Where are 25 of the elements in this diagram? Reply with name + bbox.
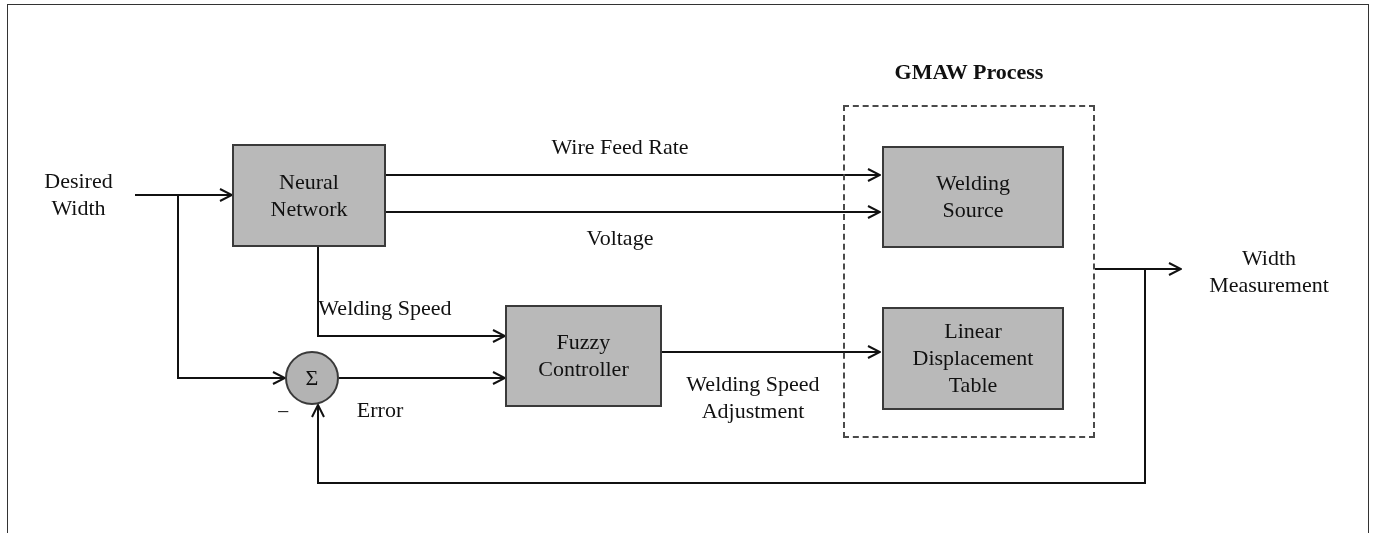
box-label: Fuzzy Controller: [537, 329, 630, 383]
signal-label: Desired Width: [22, 160, 135, 230]
process-box: [232, 144, 386, 247]
arrow: [385, 205, 881, 219]
arrow: [317, 246, 506, 343]
arrow: [661, 345, 881, 359]
group-title: GMAW Process: [893, 59, 1045, 86]
edge-label: Error: [356, 396, 404, 424]
edge-label: Welding Speed Adjustment: [685, 371, 821, 425]
process-box: [505, 305, 662, 407]
edge-label: Voltage: [586, 224, 654, 252]
sigma-symbol: Σ: [304, 364, 320, 392]
arrow: [134, 194, 286, 385]
box-label: Neural Network: [269, 168, 349, 223]
sign-label: −: [277, 399, 290, 426]
box-label: Linear Displacement Table: [911, 318, 1035, 399]
arrow: [311, 268, 1146, 484]
arrow: [338, 371, 506, 385]
box-label: Welding Source: [935, 170, 1011, 224]
signal-label: Width Measurement: [1181, 237, 1357, 307]
process-box: [882, 307, 1064, 410]
arrow: [385, 168, 881, 182]
edge-label: Wire Feed Rate: [551, 133, 689, 161]
edge-label: Welding Speed: [318, 294, 452, 322]
process-box: [882, 146, 1064, 248]
